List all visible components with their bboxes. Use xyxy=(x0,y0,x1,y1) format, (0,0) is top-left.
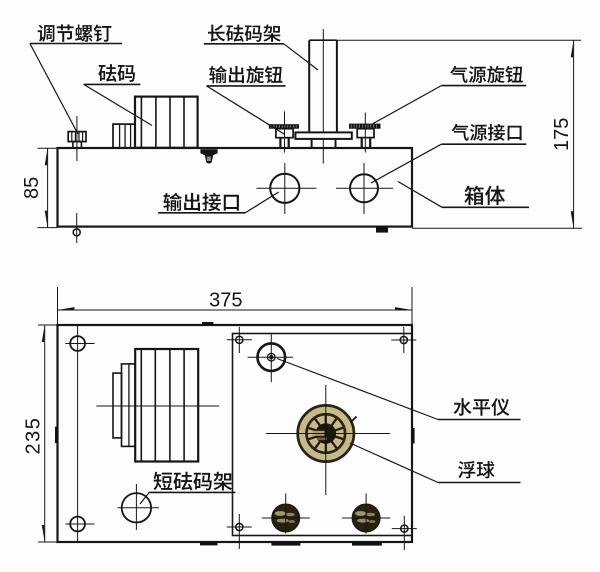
svg-text:235: 235 xyxy=(23,417,45,455)
svg-text:375: 375 xyxy=(209,290,242,312)
svg-text:85: 85 xyxy=(21,177,43,199)
svg-text:175: 175 xyxy=(551,118,573,151)
